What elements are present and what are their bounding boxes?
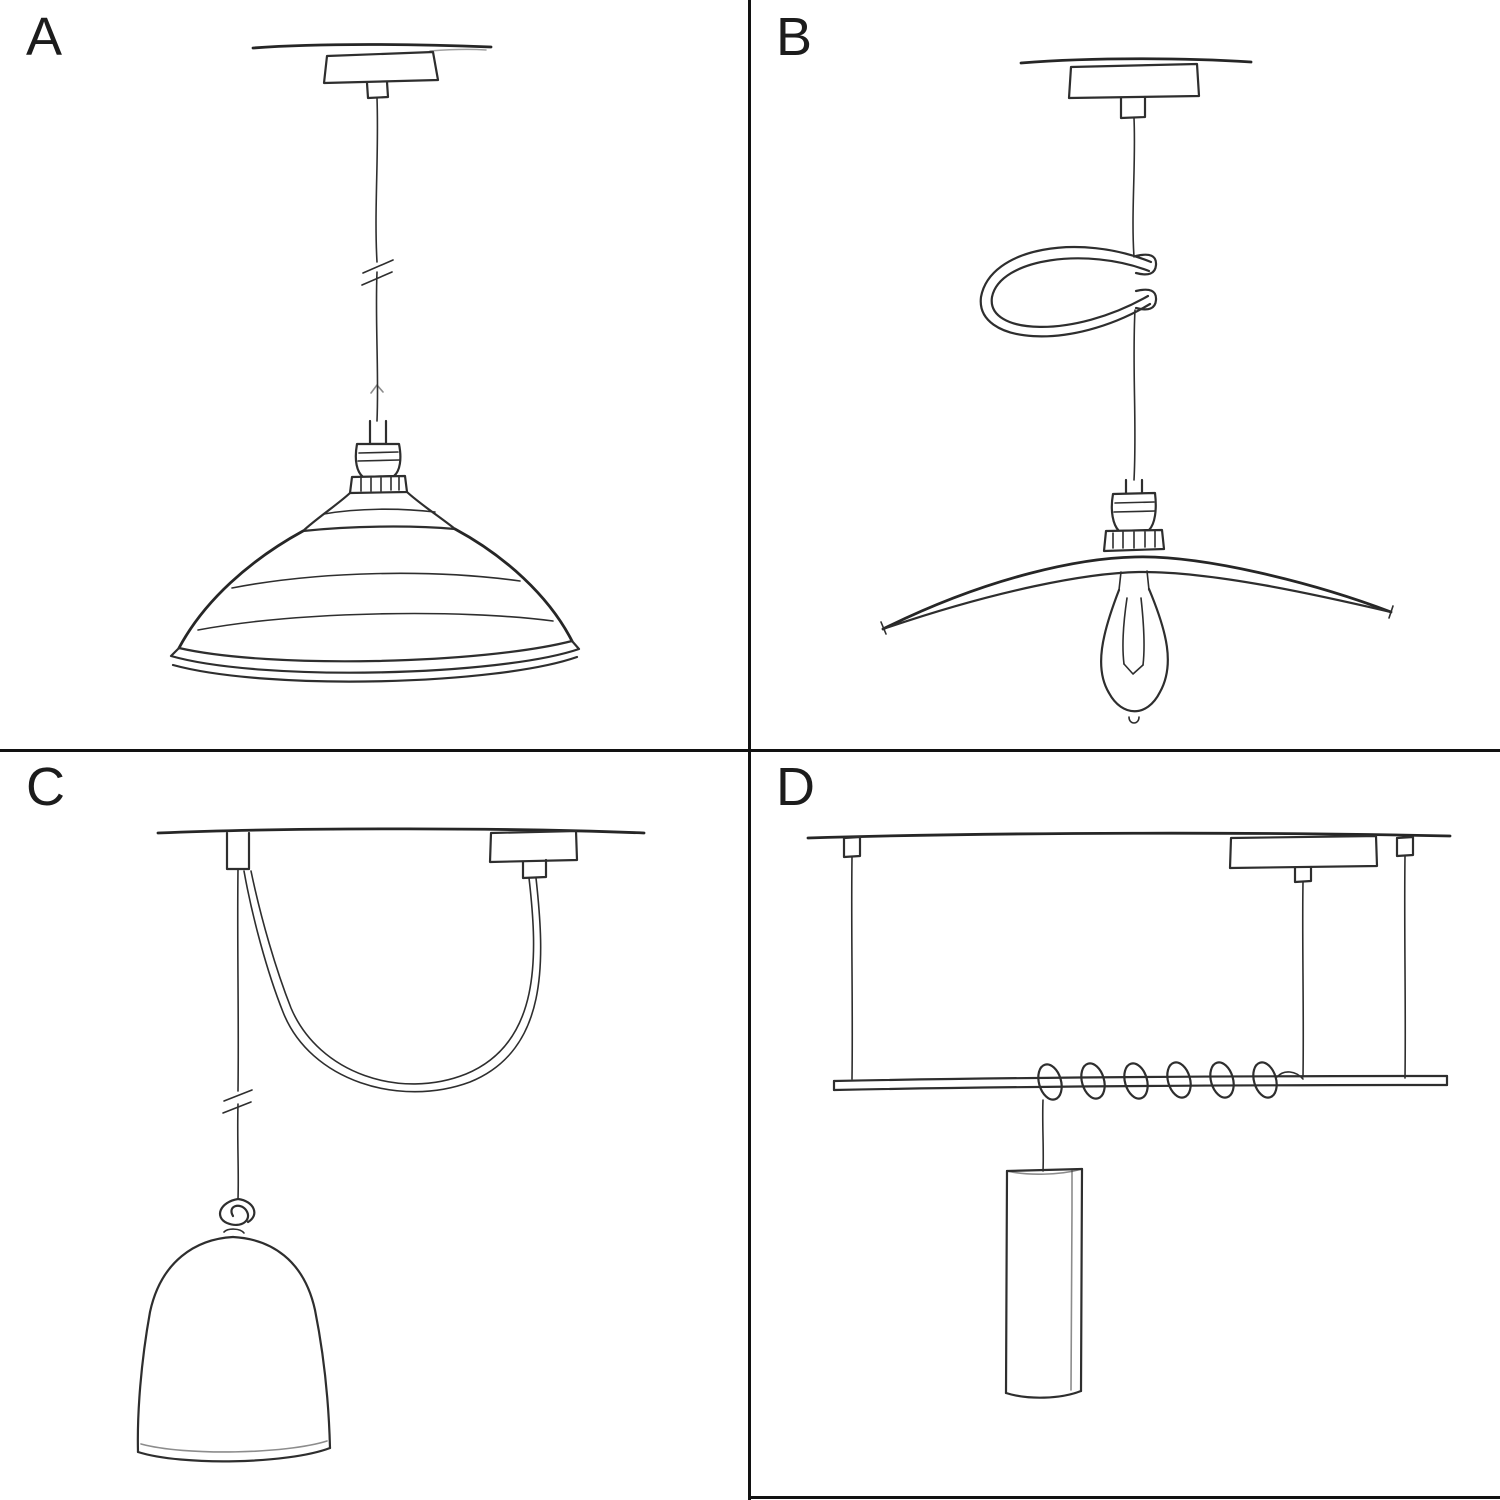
flat-plate-shade: [880, 555, 1394, 635]
panel-a: A: [0, 0, 750, 750]
panel-label-a: A: [26, 7, 64, 67]
lamp-holder: [301, 419, 457, 533]
ceiling-hook: [225, 831, 251, 871]
left-suspension-cable: [842, 835, 862, 1080]
panel-c: C: [0, 750, 750, 1500]
ceiling-rose: [322, 50, 440, 100]
ceiling-line: [806, 831, 1452, 840]
tube-shade: [1004, 1167, 1084, 1399]
center-stem-cable: [1301, 881, 1305, 1078]
cable-break-mark: [222, 1089, 253, 1114]
bell-shade: [136, 1228, 332, 1463]
ceiling-line: [1019, 57, 1253, 65]
pendant-cable: [370, 97, 384, 422]
cable-break-mark: [361, 259, 394, 286]
swag-bell-pendant-sketch: [136, 827, 646, 1463]
suspension-bar: [832, 1074, 1449, 1092]
ceiling-rose: [1228, 834, 1379, 884]
panel-label-c: C: [26, 757, 66, 817]
bottom-border-line: [750, 1496, 1500, 1499]
drop-cable: [1041, 1099, 1045, 1172]
lamp-holder: [1102, 478, 1166, 553]
panel-label-b: B: [776, 7, 814, 67]
panel-d: D: [750, 750, 1500, 1500]
bar-suspension-tube-pendant-sketch: [806, 831, 1452, 1399]
panel-b: B: [750, 0, 1500, 750]
panel-label-d: D: [776, 757, 816, 817]
light-bulb: [1099, 570, 1169, 724]
horizontal-divider: [0, 749, 1500, 752]
bowl-shade: [169, 525, 581, 683]
ceiling-rose: [488, 829, 579, 880]
industrial-bowl-pendant-sketch: [169, 43, 581, 683]
drop-cable: [236, 868, 240, 1200]
swag-cable: [243, 870, 542, 1093]
right-suspension-cable: [1395, 835, 1415, 1079]
coiled-cable: [1037, 1061, 1304, 1101]
ceiling-line: [251, 43, 493, 52]
ceiling-rose: [1067, 62, 1201, 120]
cable-knot: [218, 1197, 256, 1227]
pendant-cable: [1132, 117, 1136, 481]
ceiling-line: [156, 827, 646, 835]
cable-hook-clip: [979, 245, 1158, 338]
flat-plate-pendant-sketch: [880, 57, 1394, 724]
